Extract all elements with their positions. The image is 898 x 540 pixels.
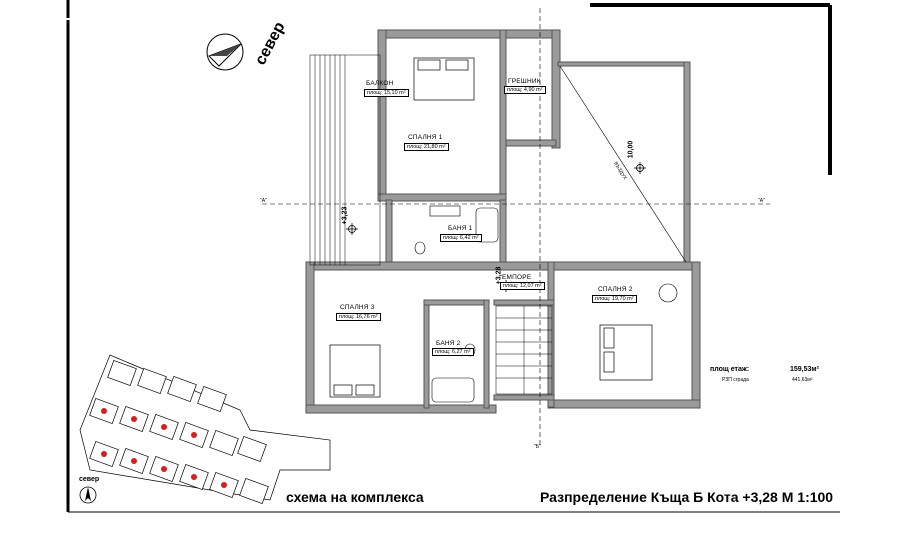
room-area-bedroom-3: площ: 16,76 m² [336, 313, 381, 321]
bed-bedroom-3 [329, 344, 381, 398]
room-area-bedroom-1: площ: 21,80 m² [404, 143, 449, 151]
room-area-closet: площ: 4,90 m² [504, 86, 546, 94]
room-area-emporium: площ: 12,07 m² [500, 282, 545, 290]
section-mark-a-left: "A" [260, 198, 267, 204]
level-label-left: +3,23 [341, 206, 349, 225]
room-area-bedroom-2: площ: 19,70 m² [592, 295, 637, 303]
room-area-bath-2: площ: 6,27 m² [432, 348, 474, 356]
rzp-label: РЗП сграда [722, 377, 749, 383]
section-mark-a-right: "A" [758, 198, 765, 204]
staircase [495, 305, 553, 395]
room-name-closet: ГРЕШНИК [508, 78, 541, 85]
floor-area-label: площ етаж: [710, 366, 750, 373]
plot-markers [101, 408, 227, 488]
house-walls [305, 29, 701, 414]
sheet-frame [66, 0, 840, 513]
balcony-slats [314, 55, 346, 265]
bed-bedroom-2 [599, 324, 653, 381]
room-name-balcony: БАЛКОН [366, 80, 394, 87]
balcony [309, 54, 381, 266]
room-name-emporium: ЕМПОРЕ [502, 274, 532, 281]
room-name-bath-1: БАНЯ 1 [448, 225, 473, 232]
armchair-icon [658, 283, 678, 303]
void-marker-icon [634, 162, 646, 174]
complex-site-scheme [79, 354, 331, 505]
level-marker-left-icon [346, 223, 358, 235]
room-name-bedroom-3: СПАЛНЯ 3 [340, 304, 375, 311]
void-diagonal [559, 65, 687, 263]
room-name-bedroom-1: СПАЛНЯ 1 [408, 134, 443, 141]
section-mark-b: "Б" [534, 444, 541, 450]
rzp-value: 441,63м² [792, 377, 813, 383]
bath-1-fixtures [414, 205, 499, 255]
room-name-bedroom-2: СПАЛНЯ 2 [598, 286, 633, 293]
north-arrow-small-icon [79, 486, 97, 504]
level-label-center: +3,28 [495, 266, 503, 285]
void-dimension: 10,00 [627, 140, 635, 159]
bed-bedroom-1 [413, 57, 475, 101]
plan-title: Разпределение Къща Б Кота +3,28 М 1:100 [540, 489, 834, 505]
room-area-balcony: площ: 15,10 m² [364, 89, 409, 97]
complex-caption: схема на комплекса [286, 489, 424, 505]
north-small-label: север [79, 476, 100, 483]
north-arrow-icon [206, 33, 244, 71]
room-area-bath-1: площ: 6,42 m² [440, 234, 482, 242]
floor-area-value: 159,53м² [790, 366, 819, 373]
room-name-bath-2: БАНЯ 2 [436, 340, 461, 347]
